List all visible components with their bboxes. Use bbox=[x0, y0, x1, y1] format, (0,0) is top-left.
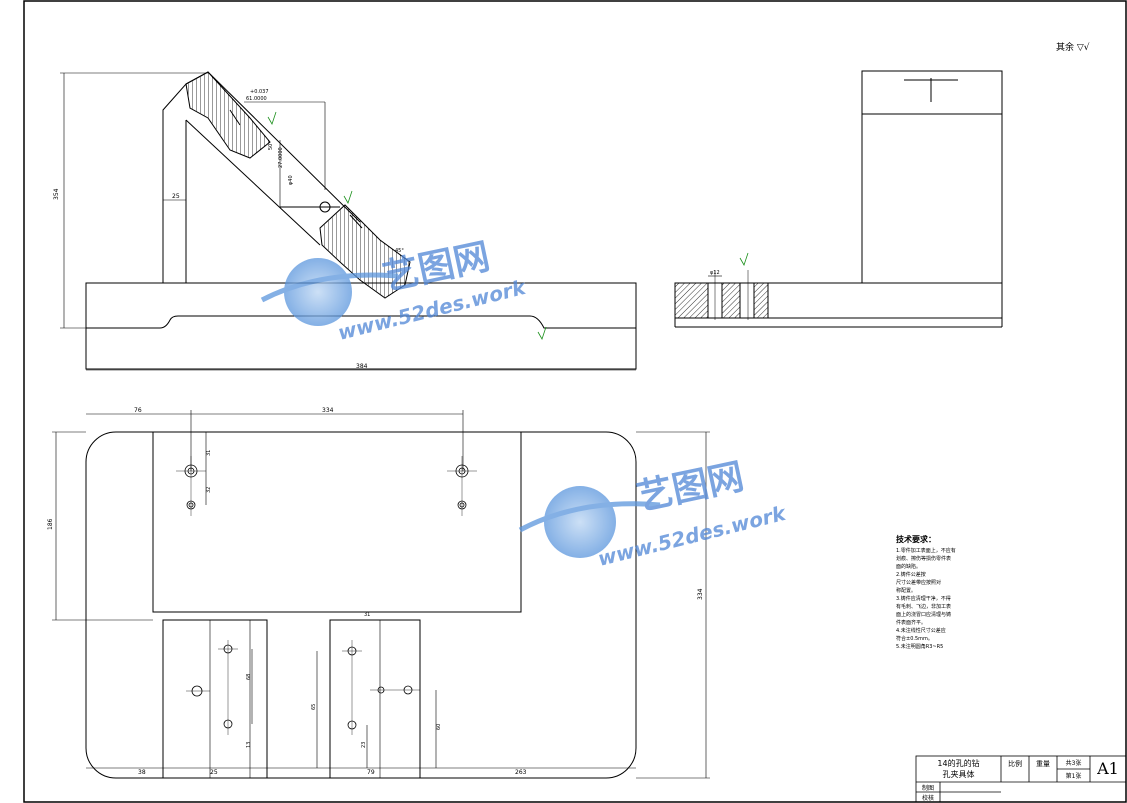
tech-item: 4.未注线性尺寸公差应 bbox=[896, 628, 946, 634]
tech-item: 5.未注明圆角R3~R5 bbox=[896, 644, 944, 650]
drawn-label: 制图 bbox=[921, 785, 934, 792]
weight-label: 重量 bbox=[1036, 760, 1050, 768]
roughness-label: 其余 bbox=[1056, 43, 1075, 53]
tech-item: 面上的浇冒口应清理与铸 bbox=[896, 612, 952, 618]
dim-plan-left-h: 186 bbox=[47, 518, 54, 530]
scale-label: 比例 bbox=[1008, 760, 1022, 768]
tech-item: 3.铸件应清理干净，不得 bbox=[896, 596, 951, 602]
title-block bbox=[915, 755, 1127, 803]
dim-plan-v4: 60 bbox=[436, 724, 442, 730]
dim-plan-bottom-79: 79 bbox=[367, 769, 375, 776]
checked-label: 校核 bbox=[921, 795, 934, 802]
dim-plan-31: 31 bbox=[206, 450, 212, 456]
dim-front-height: 354 bbox=[53, 188, 60, 200]
dim-plan-bottom-right: 263 bbox=[515, 769, 527, 776]
tech-item: 尺寸公差带应按照对 bbox=[896, 580, 942, 586]
roughness-mark-4 bbox=[739, 252, 749, 266]
dim-front-angle: 45° bbox=[395, 248, 404, 254]
dim-front-col: 25 bbox=[172, 193, 180, 200]
dim-side-hole: φ12 bbox=[710, 270, 720, 276]
dim-plan-right-h: 334 bbox=[697, 588, 704, 600]
dim-plan-v5: 23 bbox=[361, 742, 367, 748]
dim-plan-v2: 13 bbox=[246, 742, 252, 748]
tech-item: 件表面齐平。 bbox=[896, 620, 927, 626]
dim-front-base: 384 bbox=[356, 363, 368, 370]
dim-plan-v6: 31 bbox=[364, 612, 370, 618]
dim-front-c: φ40 bbox=[288, 175, 294, 185]
roughness-check-icon: ▽√ bbox=[1076, 43, 1090, 53]
tech-item: 2.铸件公差按 bbox=[896, 572, 926, 578]
tech-item: 划痕、擦伤等损伤零件表 bbox=[896, 556, 952, 562]
svg-text:艺图网: 艺图网 bbox=[633, 456, 747, 519]
tech-item: 称配置。 bbox=[896, 588, 917, 594]
dim-front-b: 27.0000 bbox=[278, 147, 284, 168]
watermark-2: 艺图网 www.52des.work bbox=[518, 456, 789, 571]
tech-item: 面的缺陷。 bbox=[896, 564, 922, 570]
dim-plan-v1: 68 bbox=[246, 674, 252, 680]
side-view bbox=[674, 70, 1003, 328]
tech-item: 符合±0.5mm。 bbox=[896, 636, 933, 642]
technical-requirements: 技术要求： 1.零件加工表面上，不应有 划痕、擦伤等损伤零件表 面的缺陷。 2.… bbox=[896, 534, 976, 651]
sheet-border bbox=[23, 0, 1127, 803]
dim-plan-v3: 65 bbox=[311, 704, 317, 710]
dim-plan-bottom-left: 38 bbox=[138, 769, 146, 776]
dim-front-a: 50 bbox=[268, 144, 274, 150]
part-name-line1: 14的孔的钻 bbox=[937, 759, 980, 768]
roughness-mark-3 bbox=[537, 326, 547, 340]
dim-plan-32: 32 bbox=[206, 487, 212, 493]
dim-front-tol: +0.037 bbox=[250, 89, 269, 95]
tech-title: 技术要求： bbox=[896, 535, 936, 544]
dim-front-tol2: 61.0000 bbox=[246, 96, 267, 102]
dim-plan-left: 76 bbox=[134, 407, 142, 414]
sheets-total: 共3张 bbox=[1065, 760, 1082, 767]
plan-view bbox=[52, 410, 710, 779]
roughness-mark-1 bbox=[267, 111, 277, 125]
roughness-note: 其余 ▽√ bbox=[1056, 40, 1090, 53]
dim-plan-bottom-mid: 25 bbox=[210, 769, 218, 776]
dim-plan-top: 334 bbox=[322, 407, 334, 414]
svg-text:www.52des.work: www.52des.work bbox=[595, 501, 789, 571]
part-name-line2: 孔夹具体 bbox=[942, 770, 975, 779]
roughness-mark-2 bbox=[343, 190, 353, 204]
tech-item: 1.零件加工表面上，不应有 bbox=[896, 548, 956, 554]
sheet-no: 第1张 bbox=[1065, 773, 1082, 780]
sheet-size: A1 bbox=[1097, 759, 1119, 778]
tech-item: 有毛刺、飞边，非加工表 bbox=[896, 604, 952, 610]
